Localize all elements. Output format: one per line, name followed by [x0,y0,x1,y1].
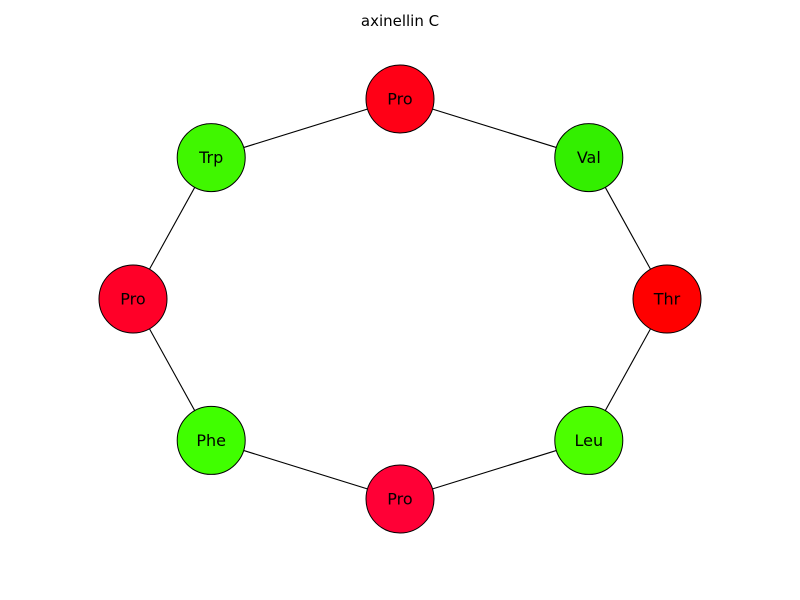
residue-circle [554,123,624,193]
residue-node-0: Pro [365,64,435,134]
residue-node-1: Val [554,123,624,193]
residue-label: Pro [387,490,412,509]
diagram-title: axinellin C [361,12,439,30]
residue-label: Pro [120,290,145,309]
residue-label: Trp [198,148,223,167]
residue-circle [632,264,702,334]
residue-label: Phe [196,431,226,450]
residue-label: Leu [574,431,603,450]
residue-label: Thr [653,290,681,309]
residue-circle [554,405,624,475]
residue-circle [176,123,246,193]
residue-node-3: Leu [554,405,624,475]
residue-circle [176,405,246,475]
residue-node-7: Trp [176,123,246,193]
residue-label: Pro [387,90,412,109]
residue-node-6: Pro [98,264,168,334]
residue-circle [98,264,168,334]
residue-node-5: Phe [176,405,246,475]
residue-node-2: Thr [632,264,702,334]
residue-node-4: Pro [365,464,435,534]
residue-circle [365,464,435,534]
residue-label: Val [577,148,601,167]
residue-circle [365,64,435,134]
